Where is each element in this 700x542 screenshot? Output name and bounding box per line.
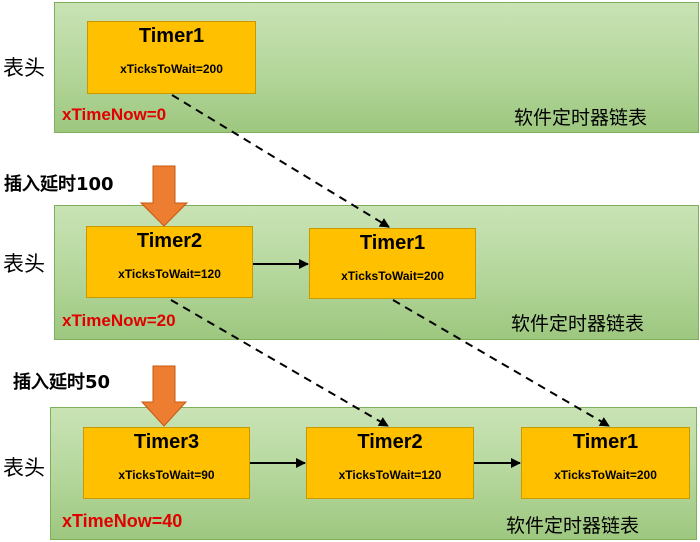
timer-node-row3-timer3: Timer3 xTicksToWait=90 [83,427,250,499]
timer-ticks: xTicksToWait=120 [118,267,221,281]
timer-node-row2-timer1: Timer1 xTicksToWait=200 [309,228,476,299]
insert-arrow-2 [140,365,188,427]
list-head-label-3: 表头 [3,456,45,480]
timer-name: Timer1 [572,431,639,453]
time-now-label-2: xTimeNow=20 [62,311,176,330]
timer-ticks: xTicksToWait=200 [554,468,657,482]
move-arrow-timer2-row2-to-row3 [170,299,389,427]
timer-name: Timer1 [138,25,205,47]
timer-ticks: xTicksToWait=120 [338,468,442,482]
timer-ticks: xTicksToWait=90 [118,468,215,482]
timer-name: Timer2 [136,230,203,252]
move-arrow-timer1-row2-to-row3 [392,299,610,427]
list-name-label-3: 软件定时器链表 [506,515,640,537]
timer-node-row3-timer1: Timer1 xTicksToWait=200 [521,427,690,499]
insert-delay-label-1: 插入延时100 [4,174,114,195]
timer-node-row1-timer1: Timer1 xTicksToWait=200 [87,21,256,94]
list-head-label-1: 表头 [3,56,45,80]
timer-ticks: xTicksToWait=200 [120,62,223,76]
insert-arrow-1 [139,165,189,227]
timer-ticks: xTicksToWait=200 [341,269,444,283]
timer-node-row2-timer2: Timer2 xTicksToWait=120 [86,226,253,298]
timer-name: Timer3 [133,431,200,453]
timer-node-row3-timer2: Timer2 xTicksToWait=120 [306,427,474,499]
list-name-label-1: 软件定时器链表 [514,107,648,129]
timer-name: Timer1 [359,232,426,254]
time-now-label-3: xTimeNow=40 [62,511,183,531]
move-arrow-timer1-row1-to-row2 [171,94,390,228]
timer-name: Timer2 [357,431,423,453]
list-name-label-2: 软件定时器链表 [511,313,645,335]
insert-delay-label-2: 插入延时50 [13,372,111,393]
list-head-label-2: 表头 [3,252,45,276]
time-now-label-1: xTimeNow=0 [62,105,167,124]
